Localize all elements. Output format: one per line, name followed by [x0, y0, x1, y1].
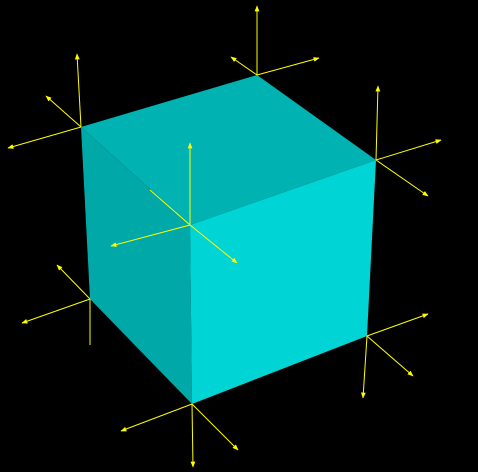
axis-arrow [190, 403, 196, 468]
axis-triad [7, 53, 82, 149]
axis-triad [120, 403, 239, 468]
axis-arrow [189, 224, 238, 264]
cube-face-front[interactable] [190, 160, 376, 404]
axis-triad [21, 264, 91, 324]
axis-triad [360, 313, 429, 399]
axis-triad [110, 142, 238, 264]
axis-arrow [230, 56, 258, 76]
axis-arrow [191, 403, 239, 451]
axis-arrow [360, 335, 368, 399]
axis-arrow [74, 53, 82, 128]
axis-arrow [375, 159, 429, 197]
axis-triad [375, 85, 442, 197]
axis-arrow [375, 139, 442, 161]
axis-arrow [120, 403, 193, 432]
axis-tail [149, 189, 191, 226]
axis-triads [7, 5, 442, 468]
cube-face-top[interactable] [81, 75, 376, 225]
cube-model[interactable] [81, 75, 376, 404]
axis-arrow [56, 264, 91, 300]
axis-arrow [256, 57, 320, 76]
axis-arrow [7, 126, 82, 149]
axis-arrow [366, 313, 429, 337]
axis-arrow [366, 335, 414, 377]
axis-arrow [45, 95, 82, 128]
axis-arrow [375, 85, 381, 161]
axis-triad [230, 5, 320, 76]
axis-arrow [110, 224, 191, 247]
axis-arrow [21, 298, 91, 324]
cube-face-left[interactable] [81, 127, 192, 404]
